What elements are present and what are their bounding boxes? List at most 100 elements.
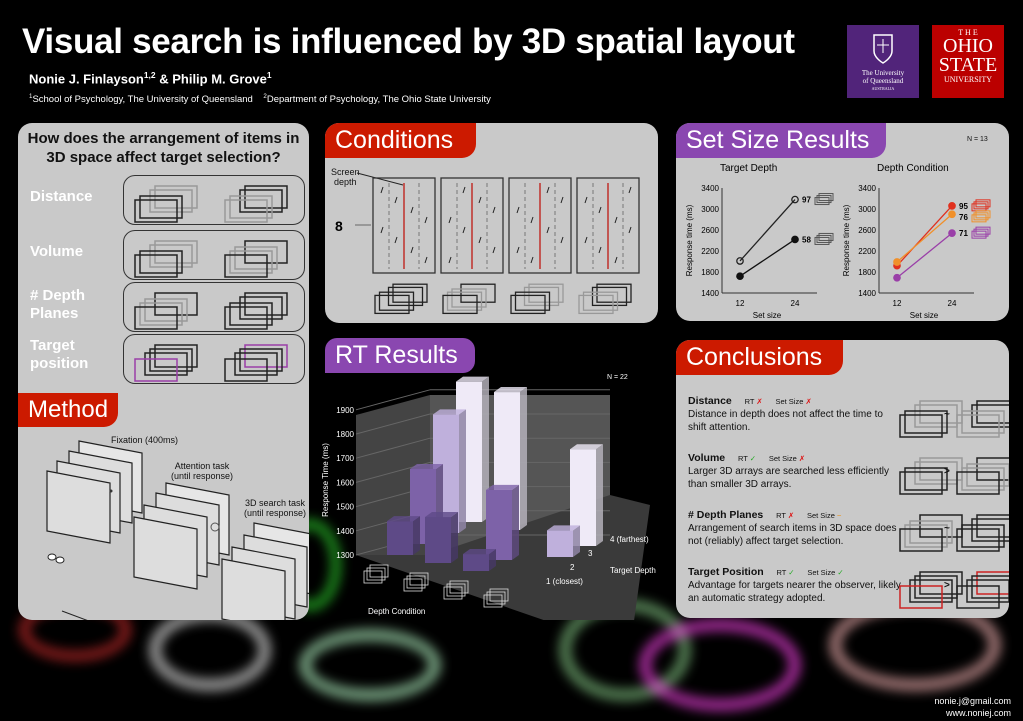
rt-mark-icon: ✗ — [756, 397, 763, 406]
search-item — [478, 196, 482, 204]
depth-condition-icon — [363, 564, 389, 584]
email[interactable]: nonie.j@gmail.com — [934, 696, 1011, 706]
plane-rect — [909, 520, 953, 544]
plane-rect — [899, 471, 943, 495]
bar-front — [387, 521, 413, 555]
author-1: Nonie J. Finlayson — [29, 71, 144, 87]
website[interactable]: www.noniej.com — [945, 708, 1011, 718]
plane-rect — [139, 195, 183, 219]
search-item — [598, 246, 602, 254]
bar-top — [425, 512, 458, 518]
authors: Nonie J. Finlayson1,2 & Philip M. Grove1 — [29, 70, 272, 86]
stacked-planes-icon — [814, 193, 834, 206]
plane-rect — [139, 250, 183, 274]
depth-tick-label: 4 (farthest) — [610, 535, 649, 544]
rt-result: RT ✗ — [745, 397, 763, 406]
y-tick-label: 3000 — [858, 205, 876, 214]
osu-logo-line: T H E — [958, 28, 978, 37]
stacked-planes-svg — [899, 514, 963, 552]
series-line — [739, 238, 796, 277]
bar-side — [573, 525, 580, 557]
condition-stack-icon — [510, 283, 564, 315]
comparison-symbol: > — [944, 580, 950, 591]
search-item — [462, 186, 466, 194]
plane-rect — [139, 302, 183, 326]
search-item — [492, 206, 496, 214]
y-tick-label: 2600 — [858, 226, 876, 235]
stacked-planes-icon — [814, 232, 834, 245]
bar — [486, 484, 519, 560]
y-tick-label: 3400 — [701, 184, 719, 193]
osu-logo: T H E OHIO STATE UNIVERSITY — [932, 25, 1004, 98]
plane-rect — [483, 594, 503, 608]
row-label-volume: Volume — [30, 243, 84, 260]
data-point — [791, 235, 799, 244]
rt-label: RT — [776, 511, 786, 520]
depth-condition-icon — [443, 580, 469, 600]
bar — [547, 525, 580, 557]
stacked-planes-icon — [899, 511, 963, 558]
plane-rect — [966, 579, 1009, 603]
plane-rect — [366, 567, 386, 581]
set-size-mark-icon: ✗ — [805, 397, 812, 406]
plane-rect — [392, 283, 428, 303]
uq-logo-line: AUSTRALIA — [871, 86, 895, 91]
stacked-planes-svg — [956, 400, 1009, 438]
target-position-diagram — [123, 334, 305, 384]
bar-top — [494, 387, 527, 393]
conclusion-text: Larger 3D arrays are searched less effic… — [688, 466, 890, 490]
row-label-target-position: Target position — [30, 337, 89, 372]
distance-diagram — [123, 175, 305, 225]
plane-rect — [966, 463, 1009, 487]
comparison-symbol: > — [944, 466, 950, 477]
data-point — [948, 210, 956, 219]
y-tick-label: 1600 — [336, 478, 354, 487]
plane-rect — [374, 294, 410, 315]
plane-rect — [451, 288, 487, 308]
plane-rect — [956, 585, 1000, 609]
search-item — [410, 246, 414, 254]
search-item — [598, 206, 602, 214]
gridline — [355, 437, 431, 459]
conclusions-heading: Conclusions — [676, 340, 843, 375]
depth-condition-icon — [403, 572, 429, 592]
plane-rect — [229, 250, 273, 274]
plane-rect — [814, 197, 830, 206]
plane-rect — [899, 528, 943, 552]
y-tick-label: 2600 — [701, 226, 719, 235]
plane-rect — [403, 578, 423, 592]
bar-side — [413, 516, 420, 555]
plane-rect — [446, 583, 466, 597]
condition-stack-icon — [374, 283, 428, 315]
gridline — [355, 389, 431, 411]
plane-rect — [956, 414, 1000, 438]
y-axis-label: Response time (ms) — [685, 204, 694, 276]
y-tick-label: 1900 — [336, 406, 354, 415]
stacked-planes-icon — [224, 182, 288, 229]
affil-1: School of Psychology, The University of … — [32, 94, 253, 106]
series-line — [896, 213, 953, 263]
search-item — [380, 226, 384, 234]
stacked-planes-icon — [224, 341, 288, 388]
rt-result: RT ✓ — [776, 568, 794, 577]
z-axis-label: Target Depth — [610, 566, 656, 575]
volume-diagram — [123, 230, 305, 280]
conclusion-text: Distance in depth does not affect the ti… — [688, 409, 883, 433]
affiliations: 1School of Psychology, The University of… — [29, 93, 491, 105]
set-size-result: Set Size ~ — [807, 511, 841, 520]
stacked-planes-svg — [899, 400, 963, 438]
plane-rect — [578, 294, 614, 315]
plane-rect — [973, 228, 989, 237]
background-glow — [640, 620, 800, 710]
screen-depth-line: Screen — [331, 167, 360, 177]
stacked-planes-icon — [134, 237, 198, 284]
plane-rect — [244, 344, 288, 368]
stacked-planes-svg — [956, 457, 1009, 495]
slope-label: 71 — [959, 229, 968, 238]
stacked-planes-icon — [971, 226, 991, 239]
plane-rect — [239, 189, 283, 213]
condition-box — [576, 177, 640, 274]
rt-mark-icon: ✓ — [749, 454, 757, 463]
eyes-icon: 8 — [335, 218, 343, 234]
